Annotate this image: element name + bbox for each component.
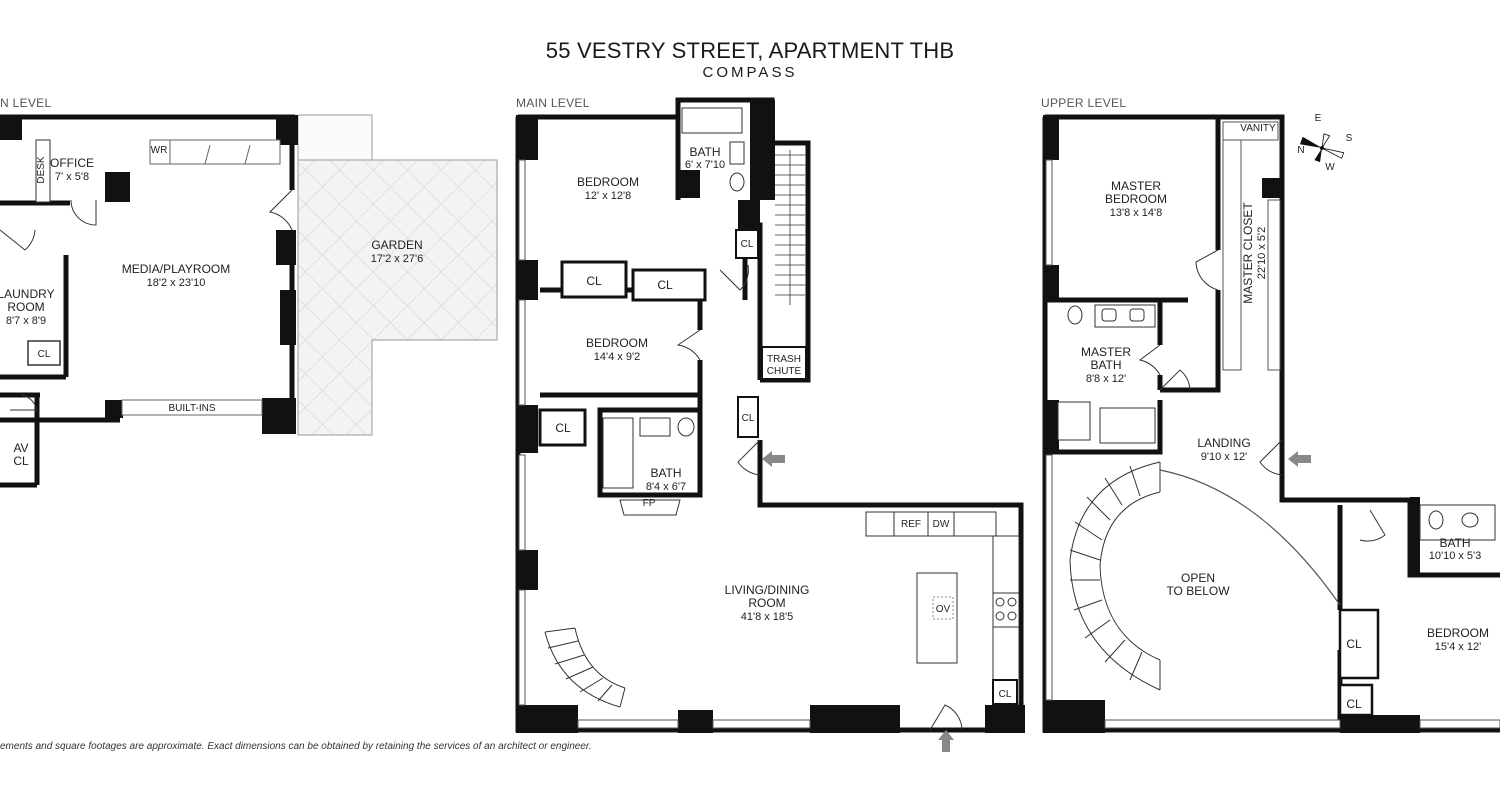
compass-east: E (1315, 113, 1322, 124)
master-bath-name-1: MASTER (1081, 345, 1131, 359)
master-bedroom-name-2: BEDROOM (1105, 192, 1167, 206)
trash-chute-label-1: TRASH (767, 354, 801, 365)
bedroom3-dim: 15'4 x 12' (1435, 641, 1481, 653)
compass-south: S (1346, 133, 1353, 144)
landing-name: LANDING (1197, 436, 1250, 450)
bedroom2-name: BEDROOM (586, 336, 648, 350)
master-bedroom-dim: 13'8 x 14'8 (1110, 207, 1163, 219)
laundry-name-2: ROOM (7, 300, 44, 314)
compass-rose-icon (1299, 133, 1345, 163)
bedroom1-name: BEDROOM (577, 175, 639, 189)
bath2-dim: 8'4 x 6'7 (646, 481, 686, 493)
dishwasher-label: DW (933, 519, 950, 530)
entry-arrow-icon (762, 451, 785, 467)
office-name: OFFICE (50, 156, 94, 170)
master-closet-name: MASTER CLOSET (1241, 202, 1255, 304)
main-level-plan: BEDROOM 12' x 12'8 BATH 6' x 7'10 CL CL … (515, 97, 1025, 752)
main-level-label: MAIN LEVEL (516, 96, 590, 110)
bedroom2-dim: 14'4 x 9'2 (594, 351, 640, 363)
compass-north: N (1297, 145, 1304, 156)
bedroom3-name: BEDROOM (1427, 626, 1489, 640)
refrigerator-label: REF (901, 519, 921, 530)
garden-name: GARDEN (371, 238, 422, 252)
media-room-name: MEDIA/PLAYROOM (122, 262, 230, 276)
closet-label: CL (741, 239, 754, 250)
wr-label: WR (151, 145, 168, 156)
entry-arrow-icon (1288, 451, 1311, 467)
builtins-label: BUILT-INS (168, 403, 215, 414)
entry-arrow-icon (938, 730, 954, 752)
lower-level-label: N LEVEL (0, 96, 52, 110)
master-bath-dim: 8'8 x 12' (1086, 373, 1126, 385)
closet-label: CL (1346, 697, 1362, 711)
garden-area (297, 159, 498, 436)
upper-level-plan: N E S W VANITY MASTER BEDROOM 13'8 x 14'… (1042, 113, 1500, 733)
landing-dim: 9'10 x 12' (1201, 451, 1247, 463)
bath1-dim: 6' x 7'10 (685, 159, 725, 171)
vanity-label: VANITY (1240, 123, 1276, 134)
office-dim: 7' x 5'8 (55, 171, 89, 183)
living-room-dim: 41'8 x 18'5 (741, 611, 794, 623)
media-room-dim: 18'2 x 23'10 (147, 277, 206, 289)
laundry-name-1: LAUNDRY (0, 287, 55, 301)
laundry-dim: 8'7 x 8'9 (6, 315, 46, 327)
bedroom1-dim: 12' x 12'8 (585, 190, 631, 202)
closet-label: CL (999, 689, 1012, 700)
master-bedroom-name-1: MASTER (1111, 179, 1161, 193)
master-closet-dim: 22'10 x 5'2 (1256, 227, 1268, 280)
plan-title: 55 VESTRY STREET, APARTMENT THB (545, 38, 955, 63)
bath1-name: BATH (689, 145, 720, 159)
closet-label: CL (555, 421, 571, 435)
closet-label: CL (586, 274, 602, 288)
living-room-name-1: LIVING/DINING (725, 583, 810, 597)
open-to-below-2: TO BELOW (1166, 584, 1230, 598)
desk-label: DESK (36, 156, 47, 184)
fireplace-label: FP (643, 498, 656, 509)
av-closet-name-2: CL (13, 454, 29, 468)
oven-label: OV (936, 604, 951, 615)
lower-level-plan: DESK OFFICE 7' x 5'8 WR MEDIA/PLAYROOM 1… (0, 114, 498, 488)
brand-logo: COMPASS (702, 64, 798, 81)
trash-chute-label-2: CHUTE (767, 366, 802, 377)
bath3-name: BATH (1439, 536, 1470, 550)
upper-level-label: UPPER LEVEL (1041, 96, 1127, 110)
living-room-name-2: ROOM (748, 596, 785, 610)
laundry-closet-label: CL (38, 349, 51, 360)
closet-label: CL (742, 413, 755, 424)
garden-dim: 17'2 x 27'6 (371, 253, 424, 265)
av-closet-name-1: AV (13, 441, 28, 455)
bath3-dim: 10'10 x 5'3 (1429, 550, 1482, 562)
disclaimer-text: ements and square footages are approxima… (0, 741, 592, 752)
closet-label: CL (657, 278, 673, 292)
open-to-below-1: OPEN (1181, 571, 1215, 585)
compass-west: W (1325, 162, 1335, 173)
closet-label: CL (1346, 637, 1362, 651)
master-bath-name-2: BATH (1090, 358, 1121, 372)
bath2-name: BATH (650, 466, 681, 480)
